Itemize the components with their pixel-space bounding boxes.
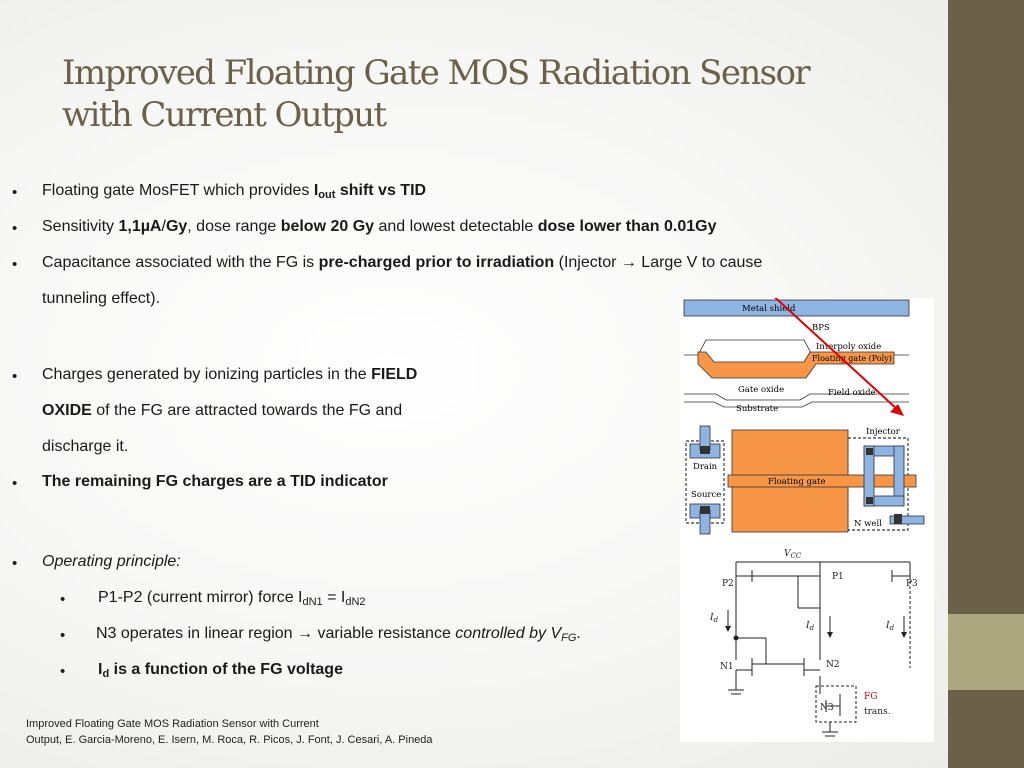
vcc-sub-label: CC xyxy=(791,552,802,560)
interpoly-oxide-label: Interpoly oxide xyxy=(816,342,881,352)
bullet-capacitance: Capacitance associated with the FG is pr… xyxy=(42,254,763,271)
injector-label: Injector xyxy=(866,427,901,437)
footer-line-1: Improved Floating Gate MOS Radiation Sen… xyxy=(26,718,319,730)
trans-label: trans. xyxy=(864,707,891,717)
layout-view: Injector Floating gate Drain Source N we… xyxy=(685,425,925,535)
gate-oxide-label: Gate oxide xyxy=(738,385,784,395)
drain-label: Drain xyxy=(693,462,718,472)
bullet-field-oxide-cont: OXIDE of the FG are attracted towards th… xyxy=(42,402,403,419)
metal-shield-layer xyxy=(683,299,910,317)
sensor-diagram-svg: Metal shield BPS Interpoly oxide Floatin… xyxy=(683,298,925,737)
fg-label: FG xyxy=(864,692,877,702)
bullet-field-oxide: Charges generated by ionizing particles … xyxy=(42,366,418,383)
n1-label: N1 xyxy=(720,662,734,672)
injector-via-top xyxy=(866,448,873,455)
id-label-left: I xyxy=(709,613,714,623)
red-arrow-line xyxy=(774,298,899,411)
red-arrow-head xyxy=(890,404,904,416)
floating-gate-layer xyxy=(697,351,895,379)
source-label: Source xyxy=(691,490,721,500)
n2-label: N2 xyxy=(826,660,840,670)
p2-label: P2 xyxy=(722,579,734,589)
svg-text:VCC: VCC xyxy=(784,549,802,560)
id-label-right: I xyxy=(885,621,890,631)
bullet-sensitivity: Sensitivity 1,1µA/Gy, dose range below 2… xyxy=(42,218,717,235)
p1-label: P1 xyxy=(832,572,844,582)
sub-bullet-id-function: Id is a function of the FG voltage xyxy=(98,661,343,680)
bullet-capacitance-cont: tunneling effect). xyxy=(42,290,161,307)
title-line-2: with Current Output xyxy=(62,95,387,135)
bullet-tid-indicator: The remaining FG charges are a TID indic… xyxy=(42,473,388,490)
footer-line-2: Output, E. Garcia-Moreno, E. Isern, M. R… xyxy=(26,734,433,746)
bullet-dot: • xyxy=(12,368,18,385)
sub-bullet-dot: • xyxy=(60,627,66,644)
p3-label: P3 xyxy=(906,579,918,589)
bullet-dot: • xyxy=(12,184,18,201)
bullet-dot: • xyxy=(12,475,18,492)
sub-bullet-dot: • xyxy=(60,591,66,608)
vcc-label: V xyxy=(784,549,792,559)
footer-citation: Improved Floating Gate MOS Radiation Sen… xyxy=(26,716,433,748)
source-via-core xyxy=(700,506,710,514)
floating-gate-layout-label: Floating gate xyxy=(768,477,826,487)
injector-via-bottom xyxy=(866,497,873,504)
nwell-label: N well xyxy=(854,519,882,529)
slide-title: Improved Floating Gate MOS Radiation Sen… xyxy=(62,52,922,136)
floating-gate-poly-label: Floating gate (Poly) xyxy=(812,354,892,363)
indicator-arrow xyxy=(774,298,904,416)
sub-bullet-n3-linear: N3 operates in linear region → variable … xyxy=(96,625,581,644)
title-line-1: Improved Floating Gate MOS Radiation Sen… xyxy=(62,53,811,93)
substrate-label: Substrate xyxy=(736,404,778,414)
injector-metal-right xyxy=(893,445,905,501)
cross-section: Metal shield BPS Interpoly oxide Floatin… xyxy=(683,299,910,414)
n3-label: N3 xyxy=(820,703,834,713)
sub-bullet-dot: • xyxy=(60,663,66,680)
substrate-line xyxy=(684,401,909,408)
bullet-field-oxide-cont2: discharge it. xyxy=(42,438,129,455)
metal-shield-label: Metal shield xyxy=(742,304,796,314)
field-oxide-label: Field oxide xyxy=(828,388,876,398)
bullet-operating-principle: Operating principle: xyxy=(42,553,181,570)
gate-oxide-line xyxy=(684,393,909,401)
sensor-diagram: Metal shield BPS Interpoly oxide Floatin… xyxy=(680,298,934,742)
bullet-dot: • xyxy=(12,555,18,572)
nwell-contact xyxy=(889,515,925,525)
sub-bullet-current-mirror: P1-P2 (current mirror) force IdN1 = IdN2 xyxy=(98,589,366,608)
sidebar-accent-block xyxy=(948,614,1024,690)
circuit-schematic: VCC P2 P1 P3 N1 N2 xyxy=(709,549,918,737)
bullet-dot: • xyxy=(12,220,18,237)
drain-via-core xyxy=(700,446,710,454)
bps-label: BPS xyxy=(812,323,830,333)
fg-transistor-box xyxy=(815,685,857,723)
id-label-mid: I xyxy=(805,621,810,631)
nwell-via xyxy=(894,514,902,524)
injector-metal-left xyxy=(863,445,875,507)
bullet-iout-shift: Floating gate MosFET which provides Iout… xyxy=(42,182,427,201)
bullet-dot: • xyxy=(12,256,18,273)
svg-text:Id: Id xyxy=(885,621,895,632)
svg-text:Id: Id xyxy=(709,613,719,624)
svg-text:Id: Id xyxy=(805,621,815,632)
